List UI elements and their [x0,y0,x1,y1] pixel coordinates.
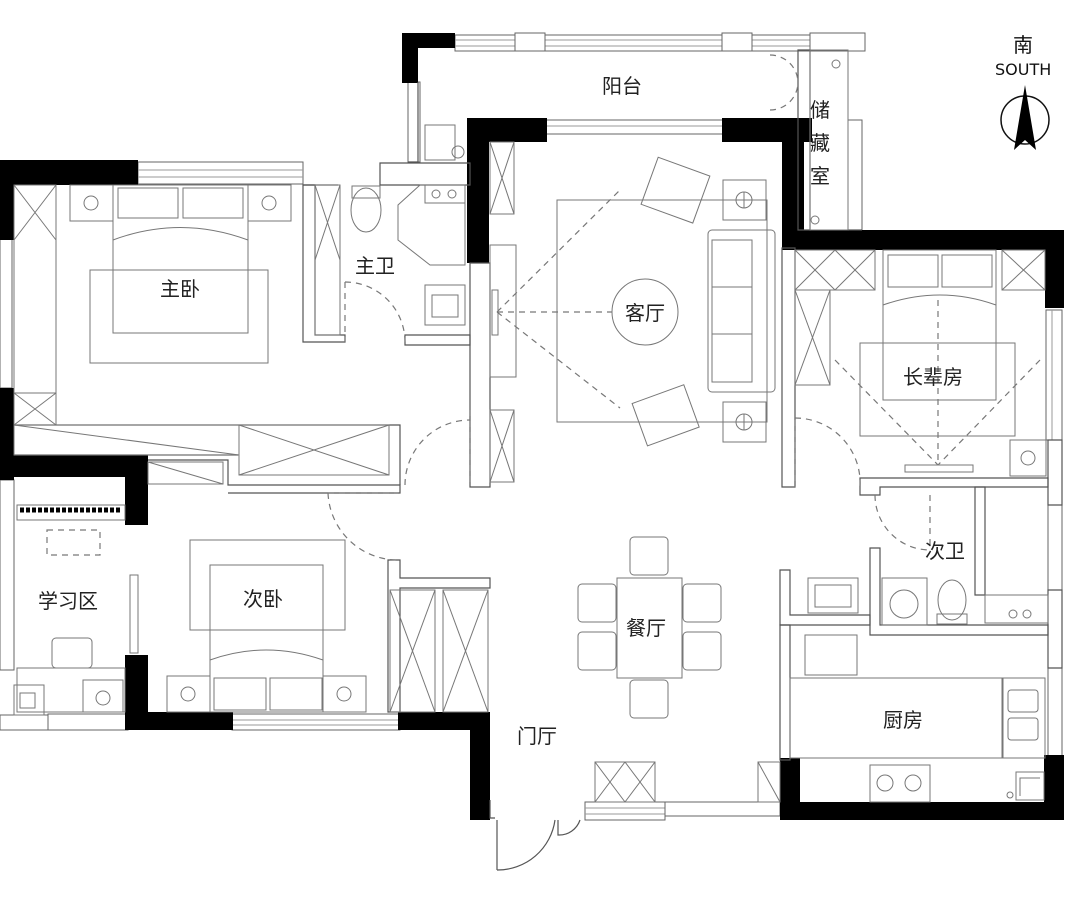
compass-label-en: SOUTH [995,60,1051,79]
room-label-dining-room: 餐厅 [626,616,666,640]
room-label-storage-2: 藏 [810,131,830,155]
compass: 南 SOUTH [995,33,1051,150]
master-bath-fixtures [350,124,466,326]
room-label-kitchen: 厨房 [883,708,923,732]
room-label-second-bedroom: 次卧 [243,587,283,611]
walls [0,32,1064,820]
room-label-storage-3: 室 [810,164,830,188]
master-bedroom-furniture [13,184,390,485]
elder-room-furniture [794,249,1047,477]
door-swings [327,54,931,871]
storage-fixtures [809,49,849,231]
living-furniture [489,141,776,483]
room-label-balcony: 阳台 [602,74,642,98]
room-label-foyer: 门厅 [517,724,557,748]
room-labels: 阳台 储 藏 室 主卧 主卫 客厅 长辈房 次卫 学习区 次卧 餐厅 门厅 厨房 [38,74,965,748]
second-bedroom-furniture [166,539,489,713]
room-label-secondary-bath: 次卫 [925,539,965,563]
compass-label-cn: 南 [1013,33,1033,57]
study-furniture [13,504,139,716]
room-label-master-bath: 主卫 [355,254,395,278]
room-label-living-room: 客厅 [625,301,665,325]
dining-furniture [577,536,781,803]
room-label-elder-room: 长辈房 [903,365,963,389]
windows [0,34,1063,821]
north-arrow-icon [1000,85,1050,150]
room-label-study: 学习区 [38,589,98,613]
room-label-master-bedroom: 主卧 [160,277,200,301]
bath-kitchen-fixtures [789,577,1049,803]
room-label-storage-1: 储 [810,98,830,122]
